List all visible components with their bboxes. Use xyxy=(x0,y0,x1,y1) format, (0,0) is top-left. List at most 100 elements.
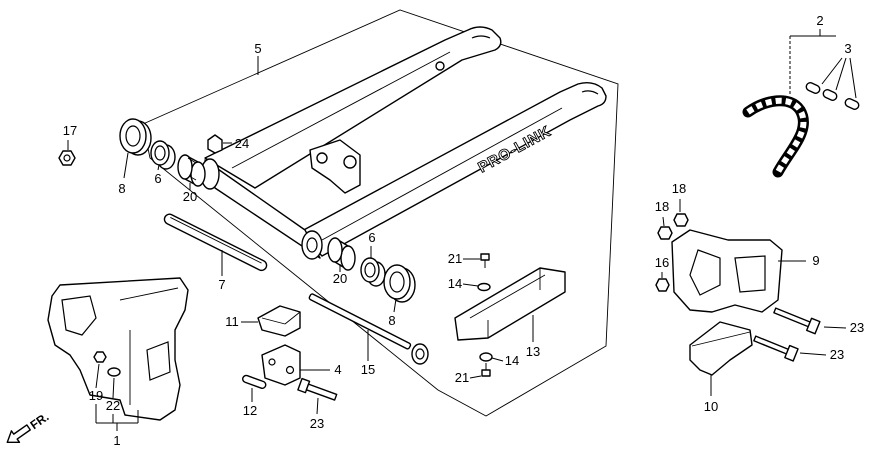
leader-line xyxy=(393,298,397,313)
screw-21-lower-head xyxy=(481,369,491,377)
drive-chain xyxy=(742,95,809,178)
callout-4: 4 xyxy=(334,362,341,377)
callout-6-left: 6 xyxy=(154,171,161,186)
block-11-body xyxy=(257,305,301,337)
bolt-23-upper-right xyxy=(773,307,821,335)
pivot-shaft xyxy=(163,213,268,272)
chain-joint-plate xyxy=(805,82,821,94)
callout-16: 16 xyxy=(655,255,669,270)
bracket-4-hole xyxy=(285,365,295,375)
pin-12-body xyxy=(242,374,267,389)
leader-line xyxy=(799,352,827,356)
bracket-4 xyxy=(261,344,301,386)
bearing-left-roller xyxy=(187,157,197,164)
swingarm-pivot-bore xyxy=(306,237,318,253)
callout-15: 15 xyxy=(361,362,375,377)
leader-line xyxy=(491,357,504,362)
axle-bolt-nut-bore xyxy=(415,348,425,360)
assembly-outline xyxy=(142,9,619,417)
bolt-23-left-shaft xyxy=(305,383,338,401)
bolt-23-left xyxy=(297,377,338,401)
seal-ring-right-bore xyxy=(389,271,405,293)
axle-bolt-shaft xyxy=(308,293,412,350)
collar-right-bore xyxy=(364,262,376,278)
seal-ring-right-face xyxy=(383,264,411,300)
bearing-right-end xyxy=(340,245,356,271)
leader-line xyxy=(821,57,843,85)
bolt-23-upper-right-head xyxy=(805,317,821,335)
collar-right xyxy=(360,257,386,287)
bearing-right xyxy=(327,237,356,271)
leader-line xyxy=(123,152,129,179)
pivot-shaft-body xyxy=(163,213,268,272)
callout-3: 3 xyxy=(844,41,851,56)
nut-16 xyxy=(655,278,670,292)
nut-18-lower xyxy=(657,226,673,240)
callout-5: 5 xyxy=(254,41,261,56)
front-label: FR. xyxy=(28,410,52,433)
chain-case-slot xyxy=(146,341,171,381)
washer-14-upper xyxy=(477,282,491,292)
callout-21-upper: 21 xyxy=(448,251,462,266)
screw-19 xyxy=(93,351,107,363)
swingarm-lower-slot xyxy=(581,90,599,95)
pivot-shaft-line xyxy=(170,217,262,264)
chain-joint-clip xyxy=(844,98,860,110)
bracket-10-edge xyxy=(691,331,751,347)
bearing-left-roller xyxy=(188,175,197,181)
callout-8-right: 8 xyxy=(388,313,395,328)
callout-14-upper: 14 xyxy=(448,276,462,291)
nut-18-upper xyxy=(673,213,689,227)
callout-17: 17 xyxy=(63,123,77,138)
callout-23-lower-right: 23 xyxy=(830,347,844,362)
block-11-edge xyxy=(284,311,301,325)
chain-guide xyxy=(671,229,783,313)
callout-22: 22 xyxy=(106,398,120,413)
bracket-4-hole xyxy=(268,358,276,366)
chain-case-cutout xyxy=(61,295,97,336)
seal-ring-right xyxy=(383,264,416,303)
swingarm-upper-slot xyxy=(471,35,491,39)
bearing-right-face xyxy=(327,237,343,263)
callout-labels: 5 2 3 17 24 8 6 20 7 6 20 8 21 14 13 14 … xyxy=(63,13,864,448)
callout-1: 1 xyxy=(113,433,120,448)
callout-19: 19 xyxy=(89,388,103,403)
callout-9: 9 xyxy=(812,253,819,268)
nut-17 xyxy=(58,150,76,166)
seal-ring-left-bore xyxy=(125,125,141,147)
drive-chain-links xyxy=(746,97,807,174)
leader-lines xyxy=(67,29,857,431)
callout-14-lower: 14 xyxy=(505,353,519,368)
chain-guide-window xyxy=(689,249,721,296)
chain-case xyxy=(47,277,189,421)
callout-11: 11 xyxy=(225,314,239,329)
callout-6-right: 6 xyxy=(368,230,375,245)
leader-line xyxy=(469,375,482,379)
collar-left-face xyxy=(150,140,170,166)
swingarm-upper-arm xyxy=(204,26,502,189)
leader-line xyxy=(462,283,479,287)
callout-23-left: 23 xyxy=(310,416,324,431)
chain-case-body xyxy=(47,277,189,421)
leader-line xyxy=(112,377,115,399)
leader-line xyxy=(95,363,100,389)
callout-12: 12 xyxy=(243,403,257,418)
swingarm-upper-edge xyxy=(231,51,451,169)
leader-line xyxy=(662,216,665,227)
chain-slider-body xyxy=(454,267,566,341)
seal-ring-left xyxy=(119,118,152,156)
chain-joint-link xyxy=(822,89,838,101)
bearing-left xyxy=(177,154,206,187)
front-direction-indicator: FR. xyxy=(6,410,52,444)
shock-mount-hole xyxy=(343,155,357,169)
callout-18-lower: 18 xyxy=(655,199,669,214)
callout-8-left: 8 xyxy=(118,181,125,196)
callout-20-left: 20 xyxy=(183,189,197,204)
swingarm-part: PRO-LINK xyxy=(200,26,607,260)
leader-line xyxy=(157,164,160,171)
collar-right-face xyxy=(360,257,380,283)
callout-10: 10 xyxy=(704,399,718,414)
leader-line xyxy=(849,57,857,99)
callout-20-right: 20 xyxy=(333,271,347,286)
